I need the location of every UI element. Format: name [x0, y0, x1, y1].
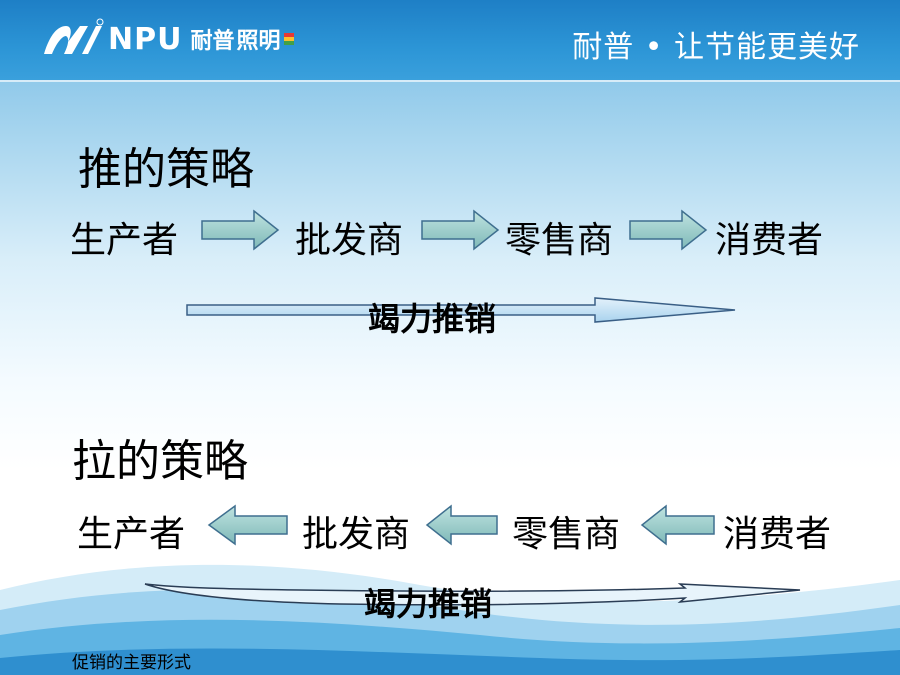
pull-node-retailer: 零售商: [512, 514, 621, 555]
pull-left-arrow-icon: [640, 504, 715, 546]
header-bar: [0, 0, 900, 80]
header-divider: [0, 80, 900, 82]
logo-chinese-text-2: 照明: [236, 29, 281, 54]
pull-heading: 拉的策略: [72, 436, 248, 487]
logo-flag-icon: [283, 33, 294, 45]
pull-node-wholesaler: 批发商: [302, 514, 411, 555]
pull-node-consumer: 消费者: [723, 514, 832, 555]
push-right-arrow-icon: [421, 209, 500, 251]
npu-logo-mark-icon: [44, 18, 104, 54]
push-heading: 推的策略: [78, 144, 254, 195]
slogan: 耐普 • 让节能更美好: [572, 30, 860, 65]
push-effort-label: 竭力推销: [368, 300, 497, 338]
pull-left-arrow-icon: [425, 504, 498, 546]
push-right-arrow-icon: [201, 209, 280, 251]
pull-effort-arrow-icon: [144, 583, 801, 606]
push-right-arrow-icon: [629, 209, 708, 251]
push-effort-arrow-icon: [186, 297, 736, 323]
push-node-retailer: 零售商: [505, 220, 614, 261]
pull-left-arrow-icon: [207, 504, 288, 546]
pull-node-producer: 生产者: [77, 514, 186, 555]
pull-effort-label: 竭力推销: [364, 585, 493, 623]
logo-chinese-text: 耐普: [190, 29, 235, 54]
push-node-wholesaler: 批发商: [295, 220, 404, 261]
push-node-consumer: 消费者: [715, 220, 824, 261]
logo-latin-text: NPU: [108, 21, 183, 57]
push-node-producer: 生产者: [70, 220, 179, 261]
footer-caption: 促销的主要形式: [72, 653, 191, 673]
brand-logo: NPU 耐普 照明: [36, 16, 294, 62]
